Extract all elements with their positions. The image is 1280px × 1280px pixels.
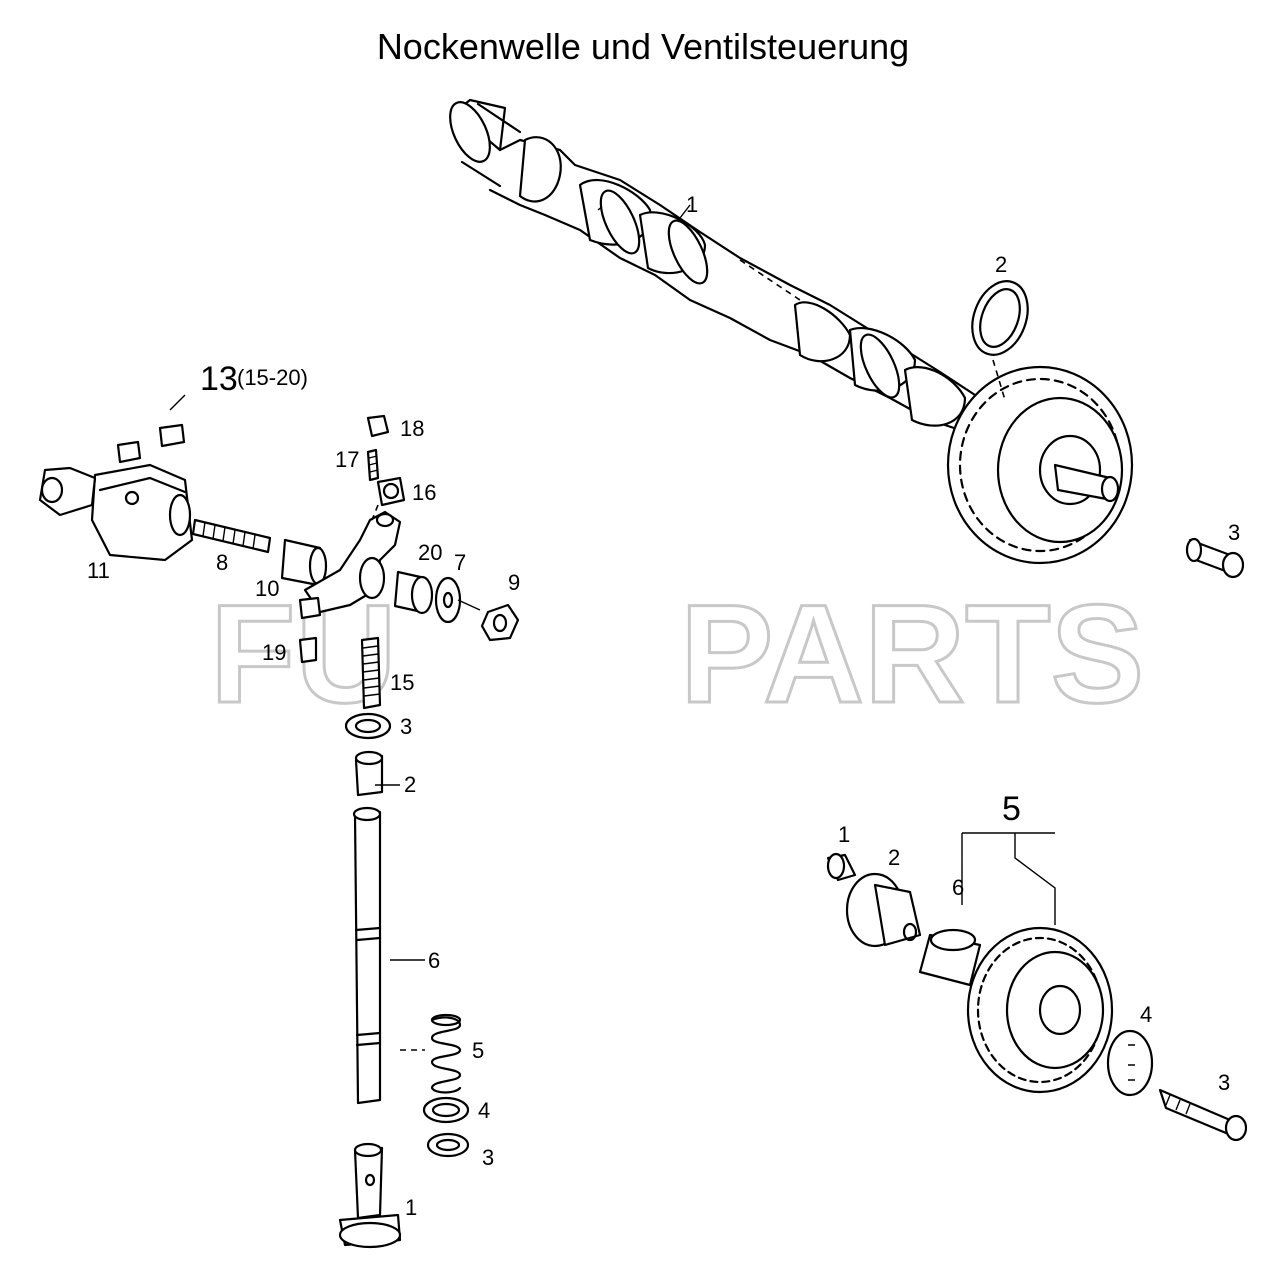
label-gear-flange-2: 2 [888,845,900,870]
label-retainer-4: 4 [478,1098,490,1123]
label-spring-5: 5 [472,1038,484,1063]
label-pushrod-6: 6 [428,948,440,973]
label-shaft-8: 8 [216,550,228,575]
label-cap-2: 2 [404,772,416,797]
label-nut-16: 16 [412,480,436,505]
label-assembly-range: (15-20) [237,365,308,390]
label-ring: 2 [995,252,1007,277]
label-washer-3-top: 3 [400,714,412,739]
watermark-part3: PARTS [680,575,1144,732]
label-part-19: 19 [262,640,286,665]
label-gear-disc-4: 4 [1140,1002,1152,1027]
label-gear-bush-6: 6 [952,875,964,900]
label-bolt: 3 [1228,520,1240,545]
idler-gear-assembly [826,832,1248,1142]
label-assembly: 13 [200,360,238,398]
page-title: Nockenwelle und Ventilsteuerung [376,26,910,67]
label-nut-18: 18 [400,416,424,441]
label-part-15: 15 [390,670,414,695]
label-tappet-1: 1 [405,1195,417,1220]
label-camshaft: 1 [686,192,698,217]
label-spacer-10: 10 [255,576,279,601]
label-nut-9: 9 [508,570,520,595]
camshaft [449,98,1245,579]
label-group-5: 5 [1002,790,1021,828]
rocker-assembly [38,394,520,1249]
label-bush-20: 20 [418,540,442,565]
label-bracket-11: 11 [87,558,110,583]
label-washer-7: 7 [454,550,466,575]
label-gear-bush-1: 1 [838,822,850,847]
label-washer-3-bottom: 3 [482,1145,494,1170]
label-screw-17: 17 [335,447,359,472]
label-gear-bolt-3: 3 [1218,1070,1230,1095]
